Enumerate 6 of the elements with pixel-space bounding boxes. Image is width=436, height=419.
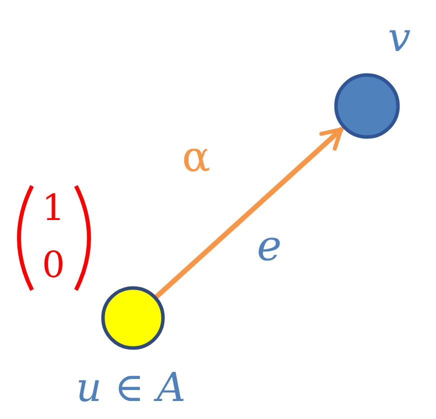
vertex-label: v (388, 18, 411, 58)
arrow (154, 127, 344, 300)
vector-entry: 0 (42, 248, 65, 284)
vertex-label: u ∈ A (76, 368, 186, 408)
weight-label: α (182, 136, 210, 178)
vector-entry: 1 (42, 191, 65, 227)
